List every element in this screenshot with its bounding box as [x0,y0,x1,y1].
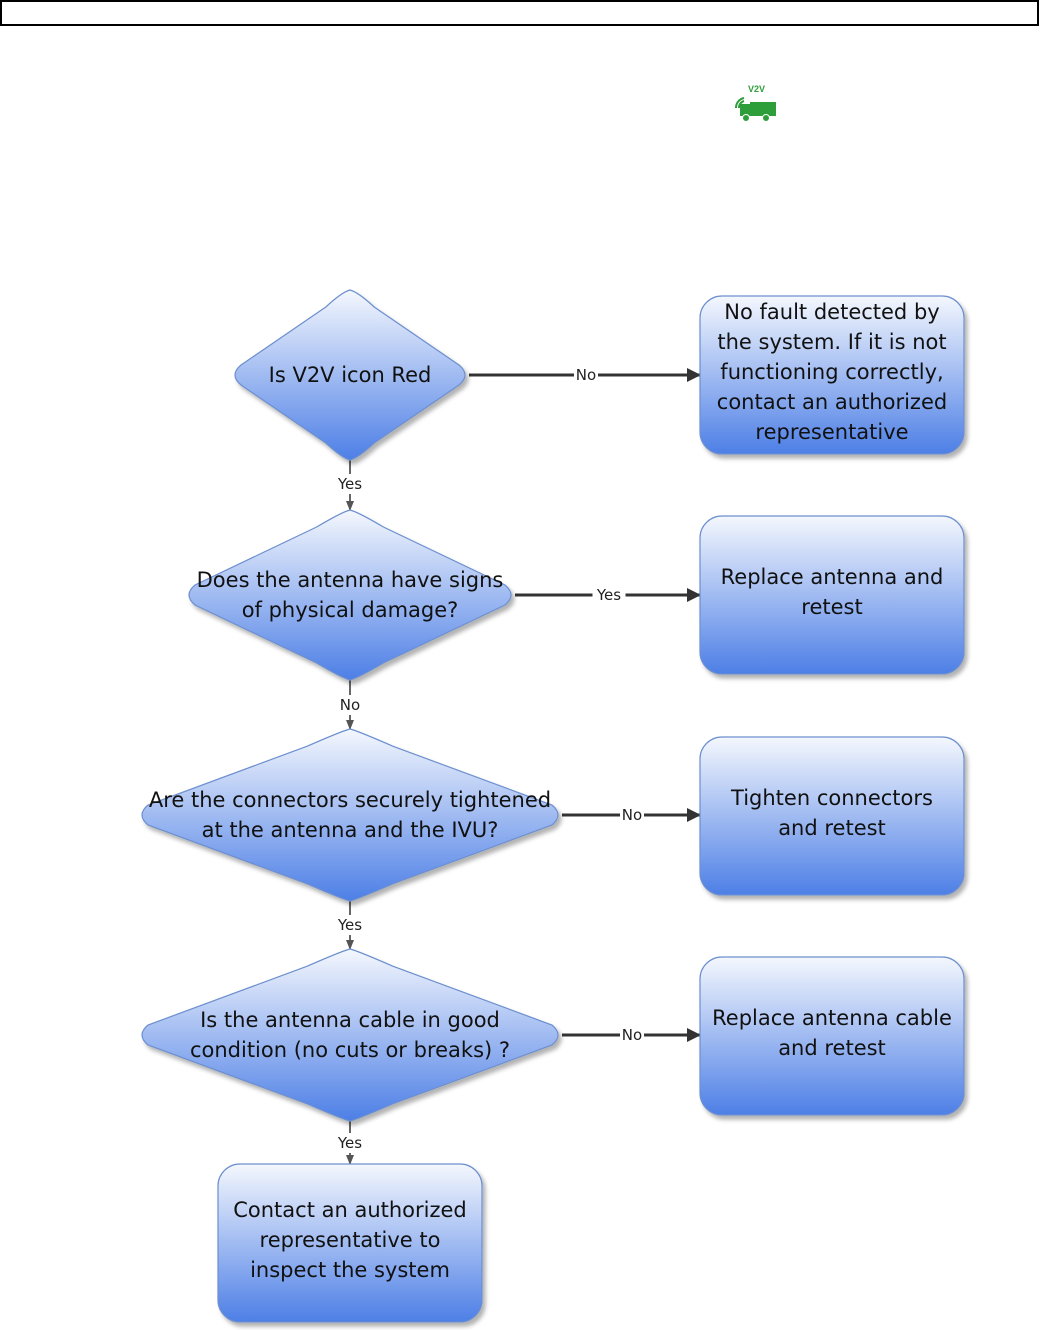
edge-label-d1-d2: Yes [337,475,362,493]
decision-diamond [141,948,559,1122]
decision-text-line: Is V2V icon Red [269,363,432,387]
action-text-line: representative to [260,1228,441,1252]
decision-node-d1: Is V2V icon Red [234,289,466,461]
action-text-line: and retest [778,816,886,840]
action-text-line: representative [755,420,908,444]
decision-diamond [141,728,559,902]
edge-label-bg [592,585,626,605]
decision-node-d2: Does the antenna have signs of physical d… [188,509,512,681]
action-text-line: Contact an authorized [233,1198,467,1222]
edge-label-bg [333,915,367,935]
action-text-line: and retest [778,1036,886,1060]
decision-node-d4: Is the antenna cable in good condition (n… [141,948,559,1122]
edge-label-bg [333,474,367,494]
action-box [699,515,965,675]
decision-diamond [188,509,512,681]
top-header-box [0,0,1039,26]
action-text-line: functioning correctly, [720,360,943,384]
edge-label-d3-a3: No [622,806,642,824]
action-text-line: Tighten connectors [730,786,933,810]
decision-text-line: Are the connectors securely tightened [149,788,551,812]
edge-label-d3-d4: Yes [337,916,362,934]
v2v-truck-icon: V2V [734,84,776,122]
action-node-a1: No fault detected by the system. If it is… [699,295,965,455]
action-text-line: retest [801,595,862,619]
edge-label-d2-a2: Yes [596,586,621,604]
decision-text-line: Does the antenna have signs [197,568,504,592]
edge-label-d4-a4: No [622,1026,642,1044]
action-text-line: Replace antenna cable [712,1006,952,1030]
action-box [217,1163,483,1323]
action-text-line: Replace antenna and [721,565,944,589]
edge-label-bg [574,365,598,385]
action-text-line: inspect the system [250,1258,450,1282]
action-node-a3: Tighten connectors and retest [699,736,965,896]
edge-label-d4-a5: Yes [337,1134,362,1152]
edge-label-bg [620,1025,644,1045]
edge-label-bg [338,695,362,715]
decision-text-line: Is the antenna cable in good [200,1008,500,1032]
edge-label-bg [333,1133,367,1153]
action-box [699,736,965,896]
edge-label-d1-a1: No [576,366,596,384]
v2v-icon-label: V2V [748,84,765,94]
action-text-line: the system. If it is not [717,330,946,354]
edge-label-bg [620,805,644,825]
action-text-line: contact an authorized [717,390,947,414]
action-box [699,956,965,1116]
action-text-line: No fault detected by [724,300,939,324]
action-node-a4: Replace antenna cable and retest [699,956,965,1116]
decision-text-line: of physical damage? [242,598,459,622]
edge-label-d2-d3: No [340,696,360,714]
decision-text-line: at the antenna and the IVU? [202,818,499,842]
decision-node-d3: Are the connectors securely tightened at … [141,728,559,902]
action-box [699,295,965,455]
decision-diamond [234,289,466,461]
decision-text-line: condition (no cuts or breaks) ? [190,1038,510,1062]
action-node-a2: Replace antenna and retest [699,515,965,675]
action-node-a5: Contact an authorized representative to in… [217,1163,483,1323]
